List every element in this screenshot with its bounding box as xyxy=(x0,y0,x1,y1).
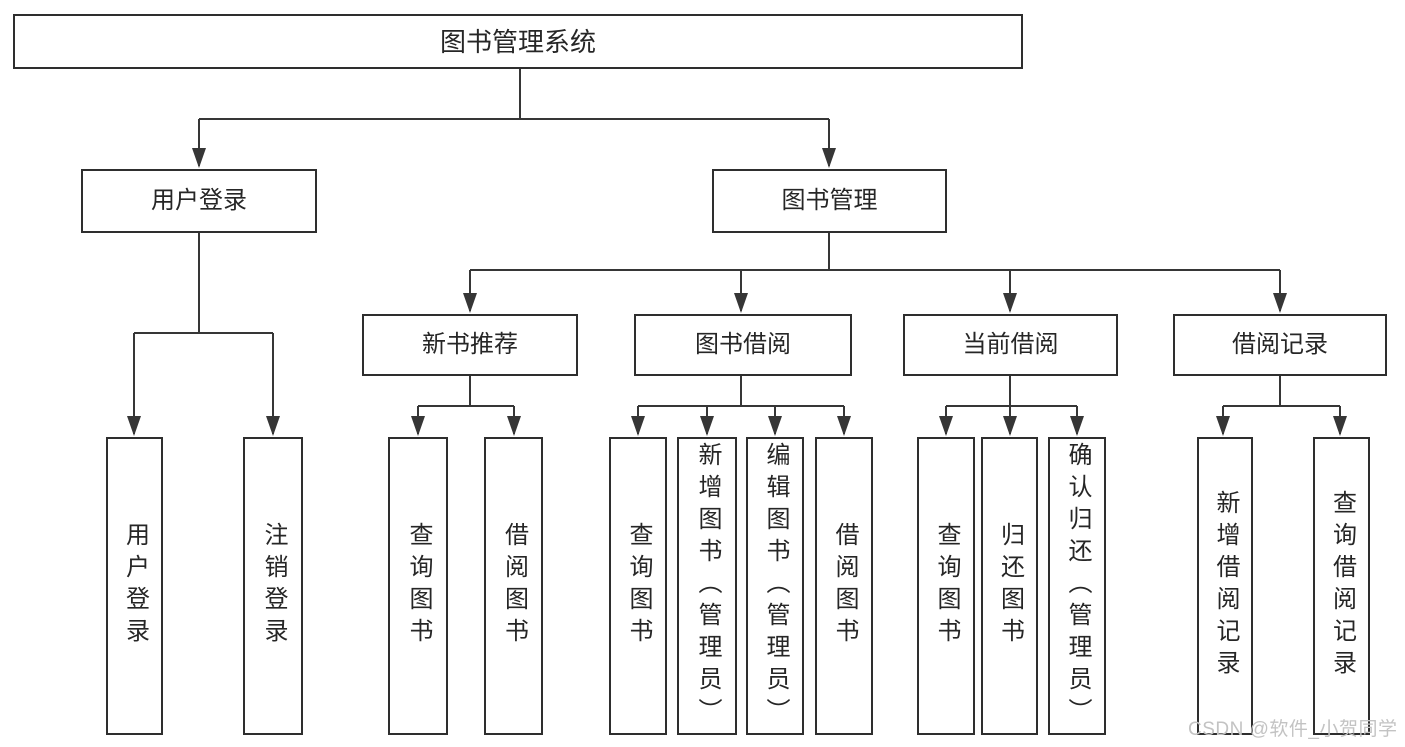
leaf-borrow-books-recommend-label: 借阅图书 xyxy=(500,522,528,650)
leaf-confirm-return-admin: 确认归还（管理员） xyxy=(1048,437,1106,735)
leaf-borrow-books: 借阅图书 xyxy=(815,437,873,735)
node-root: 图书管理系统 xyxy=(13,14,1023,69)
node-user-login: 用户登录 xyxy=(81,169,317,233)
leaf-add-borrow-record-label: 新增借阅记录 xyxy=(1212,490,1239,682)
node-borrow-record: 借阅记录 xyxy=(1173,314,1387,376)
leaf-user-login-label: 用户登录 xyxy=(121,522,149,650)
node-book-management-label: 图书管理 xyxy=(781,187,878,214)
node-book-borrow: 图书借阅 xyxy=(634,314,852,376)
leaf-confirm-return-admin-label: 确认归还（管理员） xyxy=(1064,442,1091,730)
node-new-book-recommend-label: 新书推荐 xyxy=(422,331,518,358)
leaf-logout-label: 注销登录 xyxy=(260,522,287,650)
node-new-book-recommend: 新书推荐 xyxy=(362,314,578,376)
leaf-query-books-current-label: 查询图书 xyxy=(933,522,960,650)
leaf-query-borrow-record-label: 查询借阅记录 xyxy=(1328,490,1356,682)
leaf-query-books-borrow: 查询图书 xyxy=(609,437,667,735)
node-book-management: 图书管理 xyxy=(712,169,947,233)
node-current-borrow-label: 当前借阅 xyxy=(962,331,1059,358)
leaf-query-books-recommend-label: 查询图书 xyxy=(405,522,432,650)
leaf-query-books-recommend: 查询图书 xyxy=(388,437,448,735)
leaf-return-books: 归还图书 xyxy=(981,437,1038,735)
node-borrow-record-label: 借阅记录 xyxy=(1232,331,1328,358)
leaf-add-books-admin-label: 新增图书（管理员） xyxy=(694,442,721,730)
leaf-logout: 注销登录 xyxy=(243,437,303,735)
leaf-user-login: 用户登录 xyxy=(106,437,163,735)
leaf-add-books-admin: 新增图书（管理员） xyxy=(677,437,737,735)
node-current-borrow: 当前借阅 xyxy=(903,314,1118,376)
leaf-query-books-borrow-label: 查询图书 xyxy=(625,522,652,650)
node-root-label: 图书管理系统 xyxy=(439,26,596,57)
leaf-borrow-books-label: 借阅图书 xyxy=(831,522,858,650)
leaf-query-borrow-record: 查询借阅记录 xyxy=(1313,437,1370,735)
node-book-borrow-label: 图书借阅 xyxy=(695,331,791,358)
node-user-login-label: 用户登录 xyxy=(151,187,247,214)
leaf-edit-books-admin: 编辑图书（管理员） xyxy=(746,437,804,735)
leaf-add-borrow-record: 新增借阅记录 xyxy=(1197,437,1253,735)
leaf-return-books-label: 归还图书 xyxy=(996,522,1024,650)
leaf-borrow-books-recommend: 借阅图书 xyxy=(484,437,543,735)
watermark-text: CSDN @软件_小贺同学 xyxy=(1188,719,1398,740)
leaf-edit-books-admin-label: 编辑图书（管理员） xyxy=(762,442,789,730)
leaf-query-books-current: 查询图书 xyxy=(917,437,975,735)
